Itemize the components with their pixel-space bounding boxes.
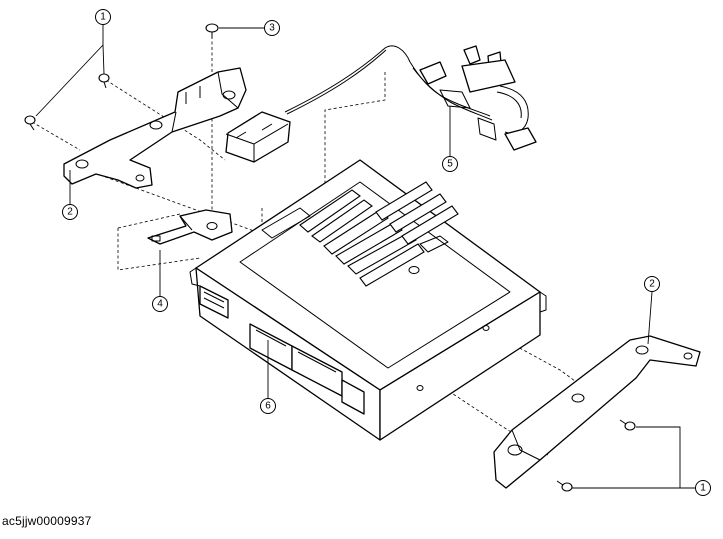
- callout-4: 4: [152, 296, 168, 312]
- svg-text:4: 4: [157, 299, 163, 310]
- callout-5: 5: [442, 156, 458, 172]
- callout-3: 3: [264, 20, 280, 36]
- bolt-right-lower: [556, 480, 573, 492]
- svg-text:2: 2: [649, 279, 655, 290]
- exploded-parts-diagram: 1 2 3 4 5 6 2 1: [24, 9, 711, 496]
- bolt-left-upper: [98, 73, 110, 89]
- callout-2-right: 2: [644, 276, 660, 292]
- wire-harness: [225, 45, 537, 163]
- callout-1-top: 1: [95, 9, 111, 25]
- right-bracket: [493, 335, 701, 489]
- svg-text:6: 6: [265, 401, 271, 412]
- figure-id: ac5jjw00009937: [2, 514, 92, 528]
- svg-text:1: 1: [100, 12, 106, 23]
- svg-text:1: 1: [700, 483, 706, 494]
- small-bracket: [147, 209, 233, 245]
- screw-3: [205, 23, 219, 38]
- harness-connector: [225, 111, 291, 163]
- callout-2-left: 2: [62, 204, 78, 220]
- bolt-left-lower: [24, 115, 36, 131]
- bolt-right-upper: [619, 419, 636, 431]
- callout-1-bottom: 1: [695, 480, 711, 496]
- svg-text:2: 2: [67, 207, 73, 218]
- svg-text:3: 3: [269, 23, 275, 34]
- leader-lines: [35, 25, 695, 489]
- callout-6: 6: [260, 398, 276, 414]
- svg-text:5: 5: [447, 159, 453, 170]
- control-module: [189, 159, 547, 441]
- module-connector-c: [341, 379, 365, 415]
- left-bracket: [63, 67, 247, 189]
